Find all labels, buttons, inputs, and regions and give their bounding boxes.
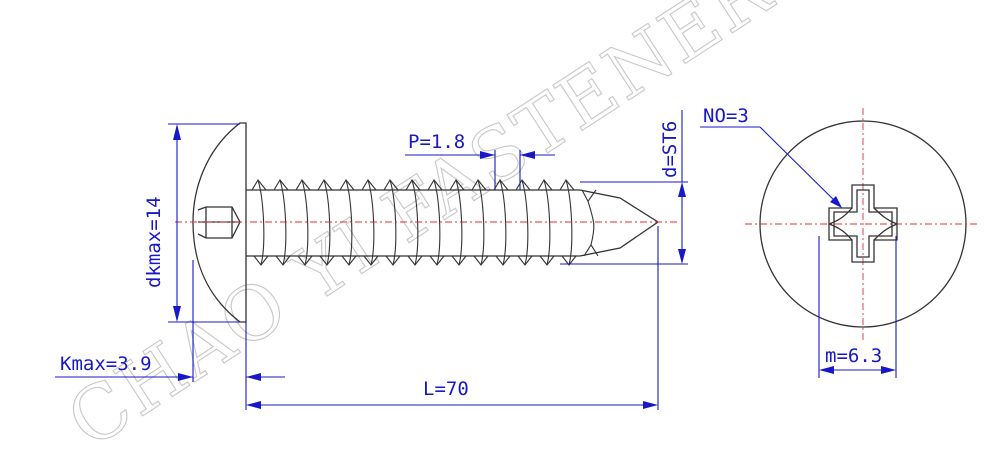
k-dimension: Kmax=3.9 [55, 260, 285, 410]
diameter-dimension: d=ST6 [560, 110, 688, 265]
length-label: L=70 [423, 378, 469, 400]
phillips-cross-recess-icon [828, 184, 898, 263]
length-dimension: L=70 [246, 226, 659, 410]
drive-number-callout: NO=3 [700, 105, 842, 208]
pitch-dimension: P=1.8 [405, 131, 555, 190]
dk-label: dkmax=14 [143, 196, 165, 288]
dk-dimension: dkmax=14 [143, 123, 240, 323]
diameter-label: d=ST6 [659, 121, 681, 178]
pitch-label: P=1.8 [408, 131, 465, 153]
m-label: m=6.3 [825, 345, 882, 367]
thread-profile [251, 179, 599, 266]
m-dimension: m=6.3 [818, 236, 897, 378]
drive-number-label: NO=3 [703, 105, 749, 127]
screw-head-top [745, 108, 980, 340]
k-label: Kmax=3.9 [60, 353, 152, 375]
screw-shank [246, 179, 660, 266]
